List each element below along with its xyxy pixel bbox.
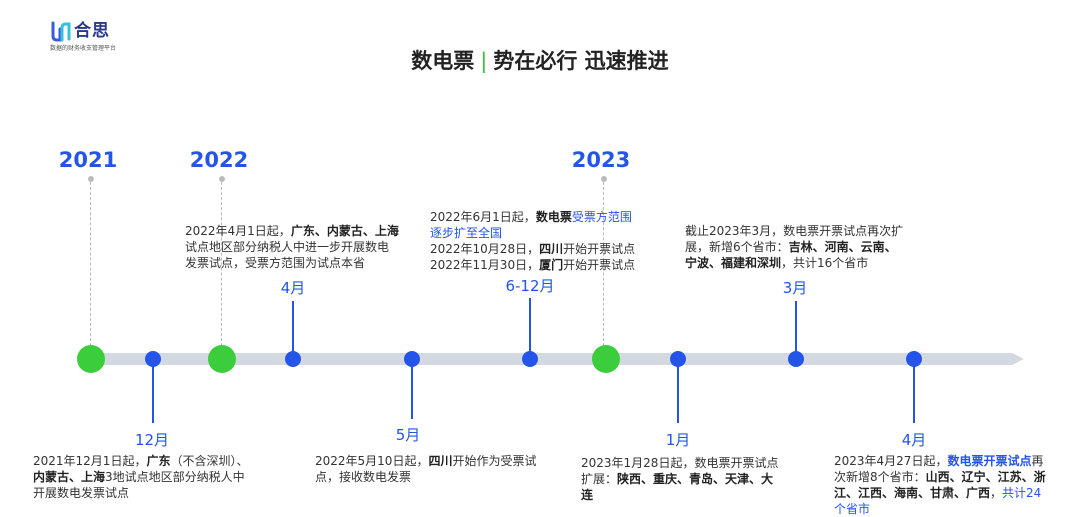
- event-month-2023-01: 1月: [665, 431, 691, 449]
- page-title: 数电票|势在必行 迅速推进: [0, 46, 1080, 76]
- event-desc-2022-06-12: 2022年6月1日起，数电票受票方范围 逐步扩至全国 2022年10月28日，四…: [430, 210, 636, 272]
- timeline-track: [88, 353, 1013, 365]
- year-2023-connector: [603, 182, 604, 346]
- event-month-2022-05: 5月: [395, 426, 421, 444]
- year-node-2022: [208, 345, 236, 373]
- year-2021-marker: [88, 176, 94, 182]
- event-stem-2022-06-12: [529, 298, 531, 353]
- year-node-2021: [77, 345, 105, 373]
- event-node-2022-06-12: [522, 351, 538, 367]
- logo-name: 合思: [74, 21, 110, 41]
- event-node-2023-01: [670, 351, 686, 367]
- company-logo: 合思 数据的财务收支管理平台: [50, 20, 140, 56]
- logo-slogan: 数据的财务收支管理平台: [50, 45, 117, 52]
- year-2021: 2021: [58, 148, 118, 172]
- event-node-2023-03: [788, 351, 804, 367]
- event-node-2022-05: [404, 351, 420, 367]
- title-left: 数电票: [411, 49, 475, 73]
- event-month-2023-04: 4月: [901, 431, 927, 449]
- event-month-2023-03: 3月: [782, 279, 808, 297]
- timeline-arrow: [1012, 353, 1024, 365]
- title-right: 势在必行 迅速推进: [493, 49, 669, 73]
- event-stem-2022-04: [292, 301, 294, 353]
- event-stem-2023-04: [913, 365, 915, 423]
- event-desc-2022-05: 2022年5月10日起，四川开始作为受票试 点，接收数电发票: [315, 454, 537, 484]
- logo-mark-icon: [51, 21, 71, 42]
- event-desc-2022-04: 2022年4月1日起，广东、内蒙古、上海 试点地区部分纳税人中进一步开展数电 发…: [185, 224, 399, 270]
- event-desc-2023-01: 2023年1月28日起，数电票开票试点 扩展：陕西、重庆、青岛、天津、大 连: [581, 456, 779, 502]
- event-desc-2021-12: 2021年12月1日起，广东（不含深圳）、 内蒙古、上海3地试点地区部分纳税人中…: [33, 454, 249, 500]
- event-stem-2021-12: [152, 365, 154, 423]
- event-stem-2022-05: [411, 365, 413, 419]
- event-month-2022-04: 4月: [280, 279, 306, 297]
- event-desc-2023-04: 2023年4月27日起，数电票开票试点再 次新增8个省市：山西、辽宁、江苏、浙 …: [834, 454, 1046, 516]
- year-2021-connector: [90, 182, 91, 346]
- event-month-2021-12: 12月: [134, 431, 170, 449]
- event-node-2022-04: [285, 351, 301, 367]
- title-separator: |: [480, 49, 488, 73]
- year-2022: 2022: [189, 148, 249, 172]
- event-desc-2023-03: 截止2023年3月，数电票开票试点再次扩 展，新增6个省市：吉林、河南、云南、 …: [685, 224, 904, 270]
- event-node-2023-04: [906, 351, 922, 367]
- year-2022-marker: [219, 176, 225, 182]
- event-stem-2023-01: [677, 365, 679, 423]
- event-stem-2023-03: [795, 301, 797, 353]
- year-2023-marker: [601, 176, 607, 182]
- event-node-2021-12: [145, 351, 161, 367]
- event-month-2022-06-12: 6-12月: [505, 277, 555, 295]
- year-node-2023: [592, 345, 620, 373]
- year-2023: 2023: [571, 148, 631, 172]
- year-2022-connector: [221, 182, 222, 346]
